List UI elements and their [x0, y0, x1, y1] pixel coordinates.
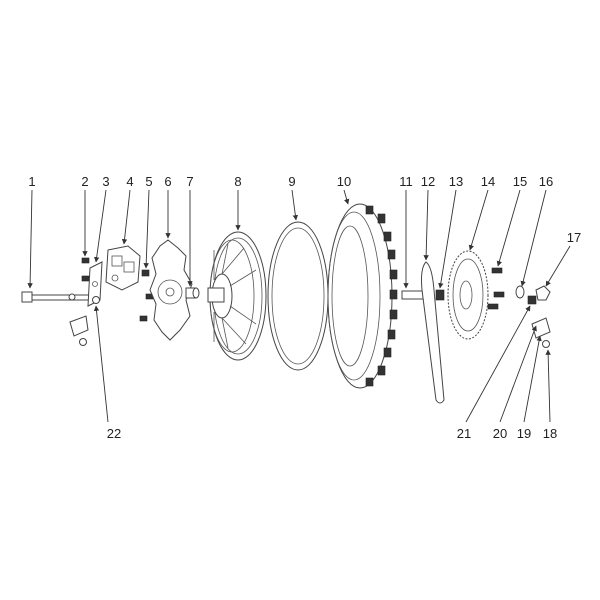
part-sprocket [447, 250, 489, 340]
part-spacer-22 [92, 296, 100, 304]
callout-22: 22 [107, 426, 121, 441]
part-spacer-21 [527, 295, 537, 305]
callout-20: 20 [493, 426, 507, 441]
callout-11: 11 [399, 174, 413, 189]
part-caliper-bolts [139, 269, 154, 322]
part-sprocket-bolts [487, 267, 505, 310]
part-axle-spacer [401, 290, 425, 300]
callout-1: 1 [28, 174, 35, 189]
part-tire [327, 203, 398, 389]
part-small-bolt [81, 257, 90, 282]
callout-6: 6 [164, 174, 171, 189]
callout-14: 14 [481, 174, 495, 189]
part-chain-adjuster-right [531, 317, 551, 348]
part-sprocket-nut [435, 289, 445, 301]
leader-lines [27, 189, 571, 423]
part-washer [515, 285, 525, 299]
callout-5: 5 [145, 174, 152, 189]
part-brake-disc [149, 239, 193, 341]
part-axle [21, 291, 95, 303]
callout-labels: 1 2 3 4 5 6 7 8 9 10 11 12 13 14 15 16 1… [28, 174, 581, 441]
part-chain-adjuster-left [69, 315, 89, 346]
part-chain [421, 261, 445, 404]
callout-16: 16 [539, 174, 553, 189]
callout-8: 8 [234, 174, 241, 189]
callout-4: 4 [126, 174, 133, 189]
callout-13: 13 [449, 174, 463, 189]
callout-2: 2 [81, 174, 88, 189]
callout-9: 9 [288, 174, 295, 189]
callout-7: 7 [186, 174, 193, 189]
callout-18: 18 [543, 426, 557, 441]
part-inner-tube [267, 221, 329, 371]
part-rim [207, 231, 267, 361]
callout-10: 10 [337, 174, 351, 189]
callout-19: 19 [517, 426, 531, 441]
part-axle-nut [535, 285, 551, 301]
callout-21: 21 [457, 426, 471, 441]
callout-17: 17 [567, 230, 581, 245]
callout-12: 12 [421, 174, 435, 189]
callout-3: 3 [102, 174, 109, 189]
part-brake-caliper [105, 245, 141, 291]
part-spacer-7 [185, 287, 200, 299]
callout-15: 15 [513, 174, 527, 189]
